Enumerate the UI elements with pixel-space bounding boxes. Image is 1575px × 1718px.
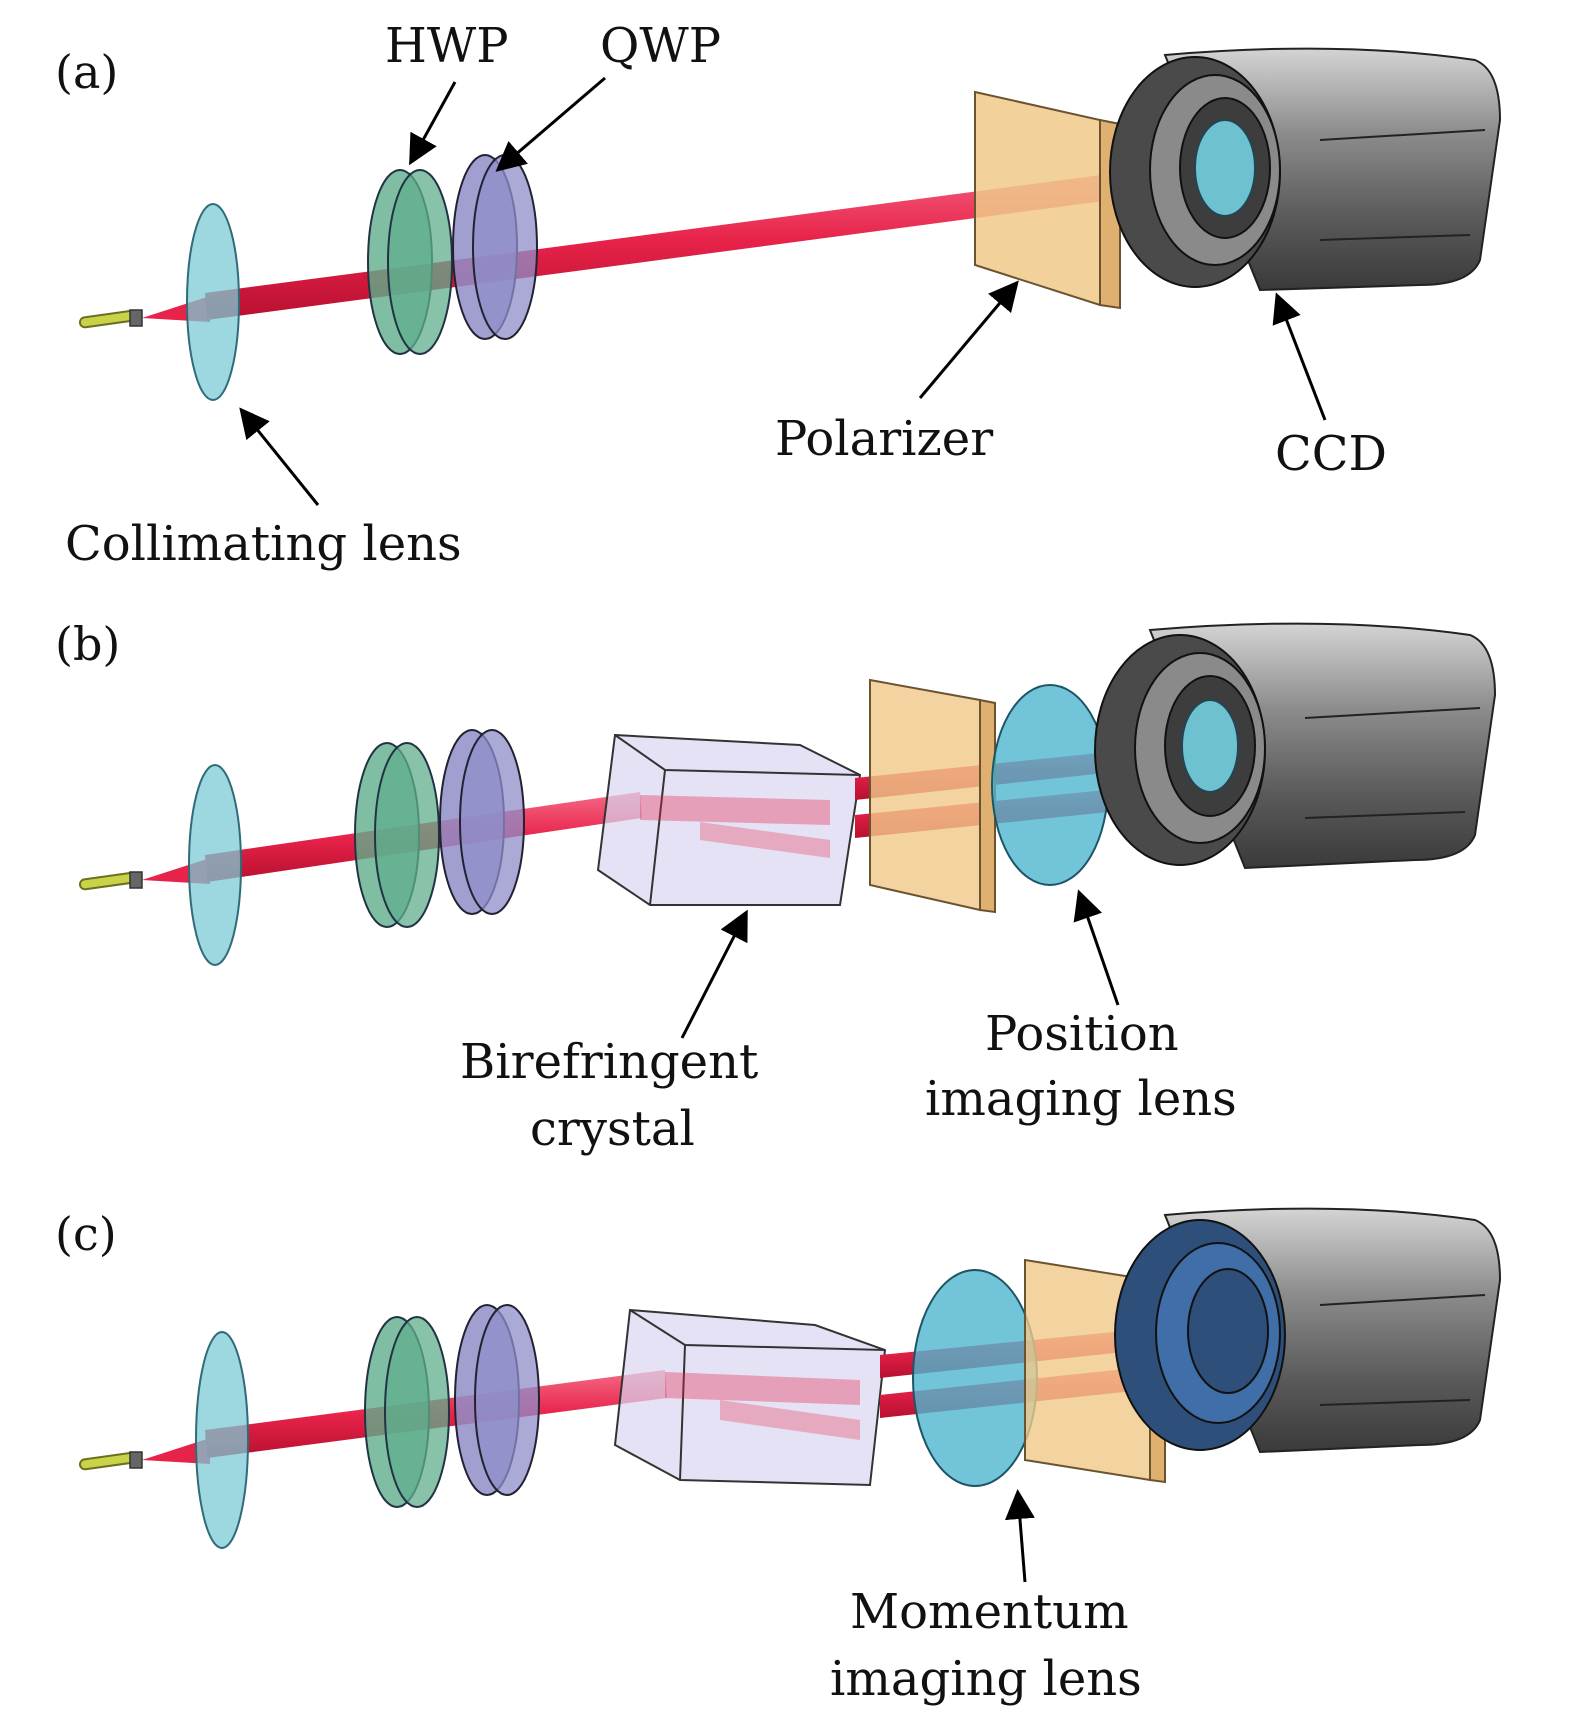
label-polarizer: Polarizer	[775, 411, 993, 467]
half-wave-plate	[367, 169, 453, 355]
collimating-lens	[188, 764, 242, 966]
position-imaging-lens	[991, 684, 1109, 886]
birefringent-crystal	[596, 733, 862, 906]
panel-a: (a)	[55, 18, 1502, 572]
arrow-ccd	[1272, 292, 1327, 421]
diverging-cone	[142, 1438, 210, 1464]
label-birefringent-crystal: Birefringent	[460, 1034, 758, 1090]
momentum-imaging-lens	[912, 1269, 1038, 1487]
ccd-camera	[1094, 622, 1497, 870]
panel-b: (b)	[55, 617, 1497, 1157]
arrow-position-imaging-lens	[1073, 889, 1120, 1006]
collimating-lens	[186, 203, 240, 401]
label-birefringent-crystal-line2: crystal	[530, 1101, 695, 1157]
ccd-camera	[1109, 47, 1502, 292]
label-position-imaging-lens-line2: imaging lens	[925, 1071, 1237, 1127]
fiber-source	[78, 1451, 143, 1471]
panel-c: (c)	[55, 1207, 1502, 1707]
arrow-polarizer	[918, 280, 1019, 399]
quarter-wave-plate	[454, 1304, 540, 1496]
ccd-camera	[1114, 1207, 1502, 1454]
arrow-momentum-imaging-lens	[1004, 1489, 1035, 1583]
quarter-wave-plate	[452, 154, 538, 340]
polarizer	[974, 90, 1121, 310]
label-position-imaging-lens: Position	[985, 1006, 1179, 1062]
arrow-birefringent-crystal	[680, 909, 748, 1039]
label-momentum-imaging-lens: Momentum	[850, 1584, 1129, 1640]
arrow-qwp	[495, 76, 606, 172]
quarter-wave-plate	[439, 729, 525, 915]
label-ccd: CCD	[1275, 426, 1387, 482]
label-collimating-lens: Collimating lens	[65, 516, 462, 572]
arrow-collimating-lens	[239, 407, 320, 506]
fiber-source	[78, 871, 143, 891]
half-wave-plate	[354, 742, 440, 928]
arrow-hwp	[409, 81, 457, 166]
label-momentum-imaging-lens-line2: imaging lens	[830, 1651, 1142, 1707]
polarizer	[869, 678, 996, 914]
panel-tag-b: (b)	[55, 617, 120, 671]
half-wave-plate	[364, 1316, 450, 1508]
panel-tag-c: (c)	[55, 1207, 117, 1261]
panel-tag-a: (a)	[55, 45, 118, 99]
fiber-source	[78, 309, 143, 329]
collimating-lens	[195, 1331, 249, 1549]
label-qwp: QWP	[600, 18, 721, 74]
label-hwp: HWP	[385, 18, 509, 74]
birefringent-crystal	[613, 1308, 887, 1487]
